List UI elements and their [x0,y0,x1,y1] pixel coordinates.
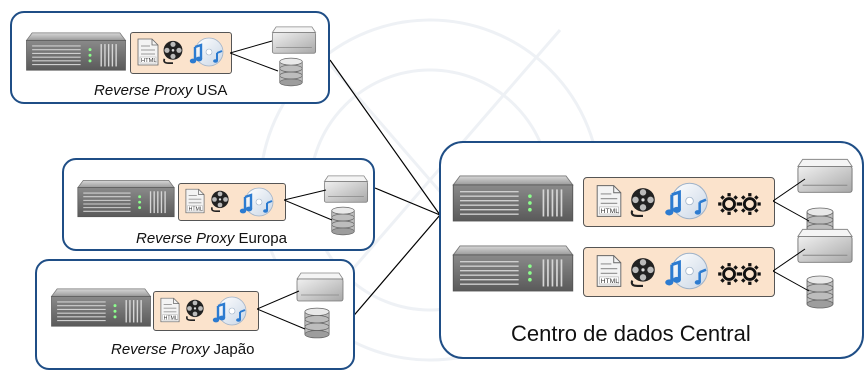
music-cd-icon [664,252,710,290]
film-reel-icon [628,186,658,218]
film-reel-icon [184,298,206,322]
music-cd-icon [189,37,225,67]
proxy-usa-caption: Reverse Proxy USA [94,82,228,99]
proxy-europa-box: HTML Reverse Proxy Europa [62,158,375,251]
proxy-japao-box: HTML Reverse Proxy Japão [35,259,355,370]
document-icon: HTML [160,297,180,323]
film-reel-icon [209,189,231,213]
server-rack-icon [49,287,153,329]
gears-icon [718,262,762,286]
document-icon: HTML [185,188,205,214]
proxy-europa-caption-out: Reverse Proxy Europa [136,230,287,247]
content-panel: HTML [583,247,775,297]
document-html-label: HTML [164,315,178,321]
music-cd-icon [664,182,710,220]
server-rack-icon [451,173,575,225]
content-panel: HTML [583,177,775,227]
server-rack-icon [76,178,176,220]
content-panel: HTML [178,183,286,221]
storage-links [284,189,333,221]
content-panel: HTML [153,291,259,331]
document-html-label: HTML [601,208,620,215]
film-reel-icon [161,39,185,65]
storage-links [257,290,306,330]
music-cd-icon [239,187,275,217]
document-html-label: HTML [141,58,157,64]
storage-links [230,40,279,72]
content-panel: HTML [130,32,232,74]
film-reel-icon [628,256,658,288]
storage-links [773,248,810,292]
document-html-label: HTML [601,278,620,285]
proxy-usa-box: HTML Reverse Proxy USA [10,11,330,104]
document-icon: HTML [137,38,159,66]
gears-icon [718,192,762,216]
document-icon: HTML [596,254,622,288]
document-icon: HTML [596,184,622,218]
server-rack-icon [24,31,128,73]
storage-links [773,178,810,222]
database-icon [303,307,331,339]
music-cd-icon [212,296,248,326]
proxy-japao-caption: Reverse Proxy Japão [111,341,255,358]
central-datacenter-box: HTML HTML Centro de dados Central [439,141,864,359]
server-rack-icon [451,243,575,295]
central-datacenter-caption: Centro de dados Central [511,321,751,346]
document-html-label: HTML [189,206,203,212]
database-icon [278,57,304,87]
